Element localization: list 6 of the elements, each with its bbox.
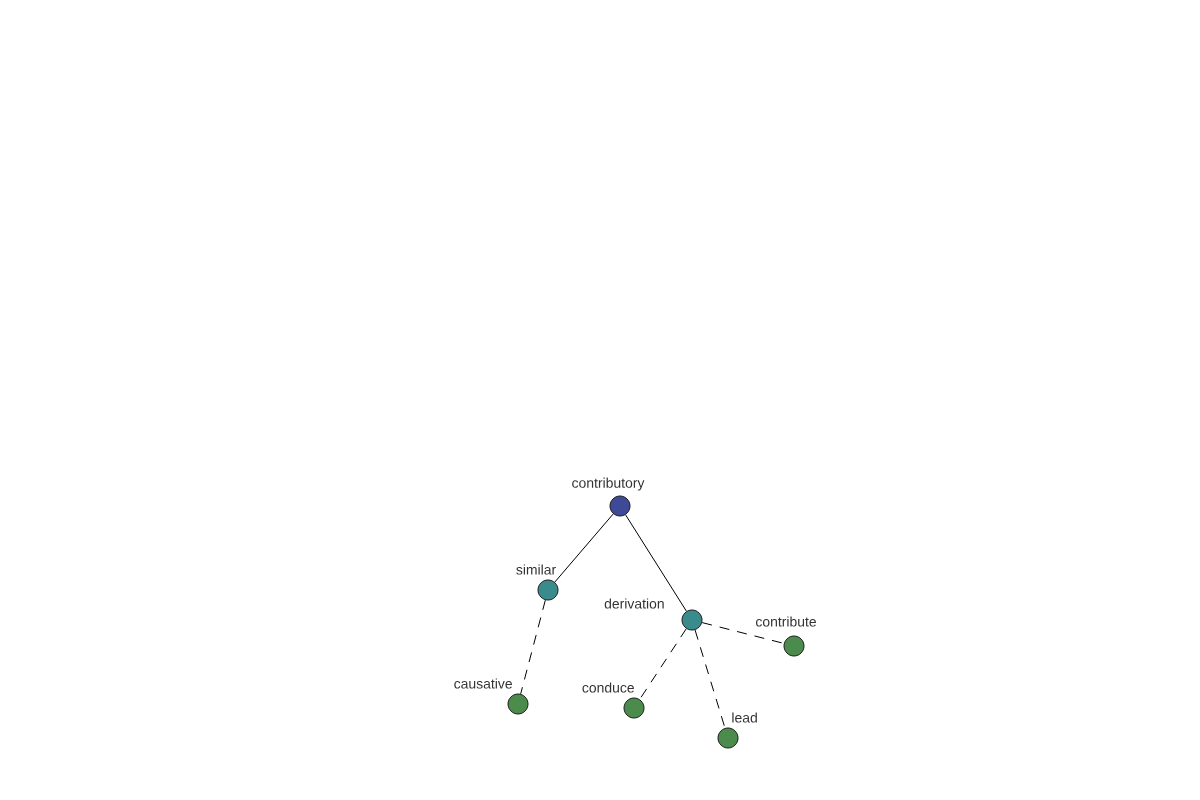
connector-line [554,513,614,583]
connector-line [625,514,687,612]
connector-line [701,622,785,644]
connector-line [694,629,726,729]
connector-line [639,628,687,700]
connector-line [520,599,546,695]
